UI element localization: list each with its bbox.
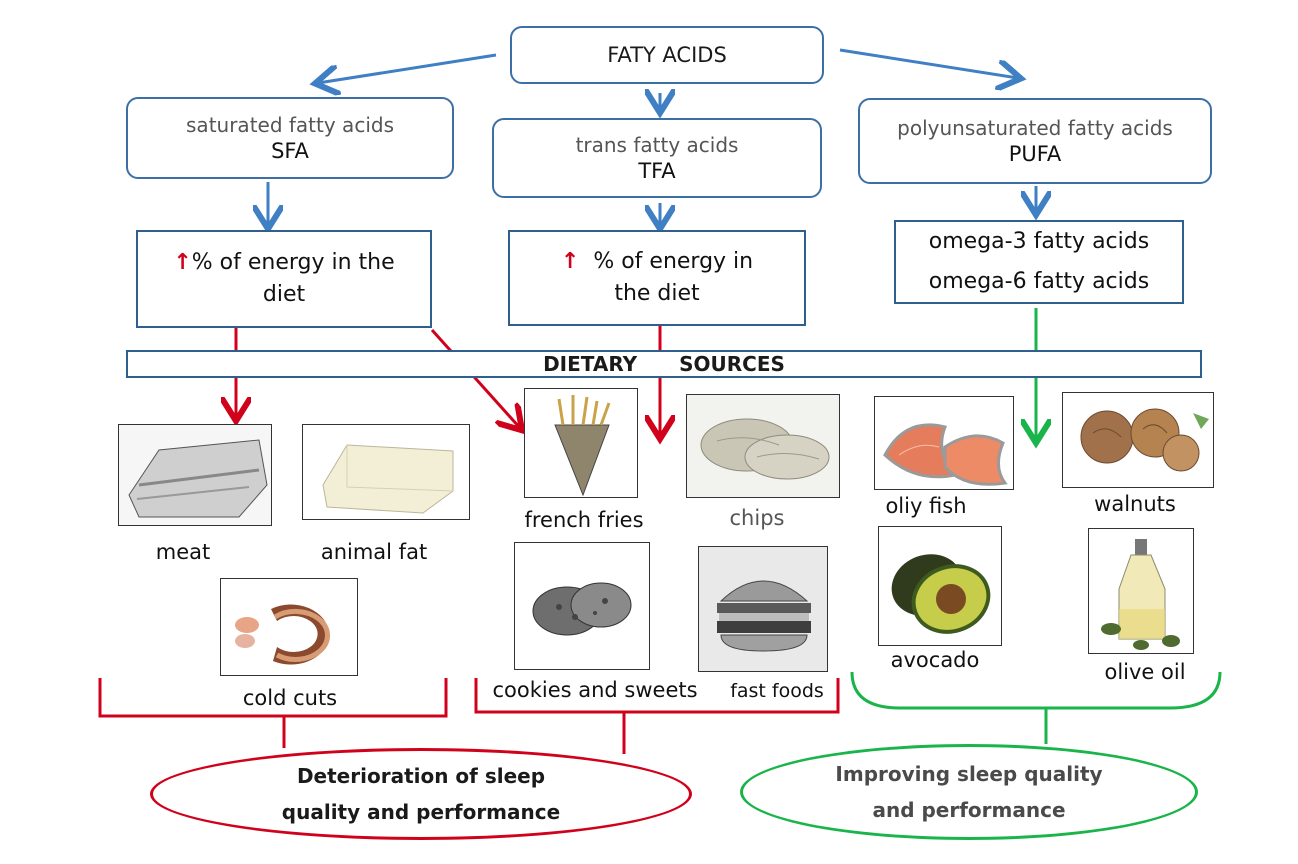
- sfa-box: saturated fatty acids SFA: [126, 97, 454, 179]
- arrow-to-pufa: [839, 48, 1018, 78]
- french-fries-label: french fries: [524, 508, 644, 532]
- pufa-abbr: PUFA: [1008, 142, 1062, 166]
- olive-oil-label: olive oil: [1104, 660, 1186, 684]
- avocado-label: avocado: [890, 648, 980, 672]
- improving-text: Improving sleep quality and performance: [835, 762, 1103, 822]
- sfa-energy-line1: % of energy in the: [191, 250, 395, 275]
- cold-cuts-label: cold cuts: [242, 686, 338, 710]
- fatty-acids-title: FATY ACIDS: [607, 43, 727, 67]
- fatty-acids-box: FATY ACIDS: [510, 26, 824, 84]
- increase-arrow-icon: ↑: [560, 249, 580, 274]
- omega6-label: omega-6 fatty acids: [928, 269, 1150, 294]
- increase-arrow-icon: ↑: [173, 250, 192, 275]
- sources-word: SOURCES: [679, 352, 785, 376]
- oily-fish-image: [874, 396, 1014, 490]
- tfa-name: trans fatty acids: [575, 133, 739, 157]
- improving-oval: Improving sleep quality and performance: [740, 744, 1198, 840]
- animal-fat-label: animal fat: [320, 540, 428, 564]
- fast-foods-image: [698, 546, 828, 672]
- french-fries-image: [524, 388, 638, 498]
- cookies-image: [514, 542, 650, 670]
- animal-fat-image: [302, 424, 470, 520]
- omega3-label: omega-3 fatty acids: [928, 229, 1150, 254]
- tfa-energy-line1: % of energy in: [593, 249, 754, 274]
- tfa-energy-box: ↑ % of energy in the diet: [508, 230, 806, 326]
- tfa-box: trans fatty acids TFA: [492, 118, 822, 198]
- walnuts-image: [1062, 392, 1214, 488]
- fast-foods-label: fast foods: [730, 680, 824, 702]
- arrow-sfa-to-fries: [430, 328, 520, 428]
- cookies-label: cookies and sweets: [492, 678, 698, 702]
- sfa-energy-box: ↑% of energy in the diet: [136, 230, 432, 328]
- brace-tfa: [474, 678, 840, 754]
- meat-image: [118, 424, 272, 526]
- dietary-sources-bar: DIETARY SOURCES: [126, 350, 1202, 378]
- pufa-box: polyunsaturated fatty acids PUFA: [858, 98, 1212, 184]
- walnuts-label: walnuts: [1094, 492, 1176, 516]
- deterioration-text: Deterioration of sleep quality and perfo…: [281, 764, 561, 824]
- dietary-word: DIETARY: [543, 352, 638, 376]
- omega-box: omega-3 fatty acids omega-6 fatty acids: [894, 220, 1184, 304]
- brace-sfa: [98, 678, 448, 748]
- oily-fish-label: oliy fish: [885, 494, 967, 518]
- meat-label: meat: [155, 540, 211, 564]
- brace-pufa: [850, 671, 1222, 744]
- arrow-to-sfa: [318, 53, 497, 83]
- olive-oil-image: [1088, 528, 1194, 654]
- pufa-name: polyunsaturated fatty acids: [897, 116, 1173, 140]
- sfa-energy-line2: diet: [262, 282, 306, 307]
- chips-label: chips: [729, 506, 785, 530]
- tfa-abbr: TFA: [638, 159, 676, 183]
- cold-cuts-image: [220, 578, 358, 676]
- sfa-abbr: SFA: [271, 139, 309, 163]
- deterioration-oval: Deterioration of sleep quality and perfo…: [150, 748, 692, 840]
- chips-image: [686, 394, 840, 498]
- tfa-energy-line2: the diet: [614, 281, 700, 306]
- sfa-name: saturated fatty acids: [186, 113, 394, 137]
- avocado-image: [878, 526, 1002, 646]
